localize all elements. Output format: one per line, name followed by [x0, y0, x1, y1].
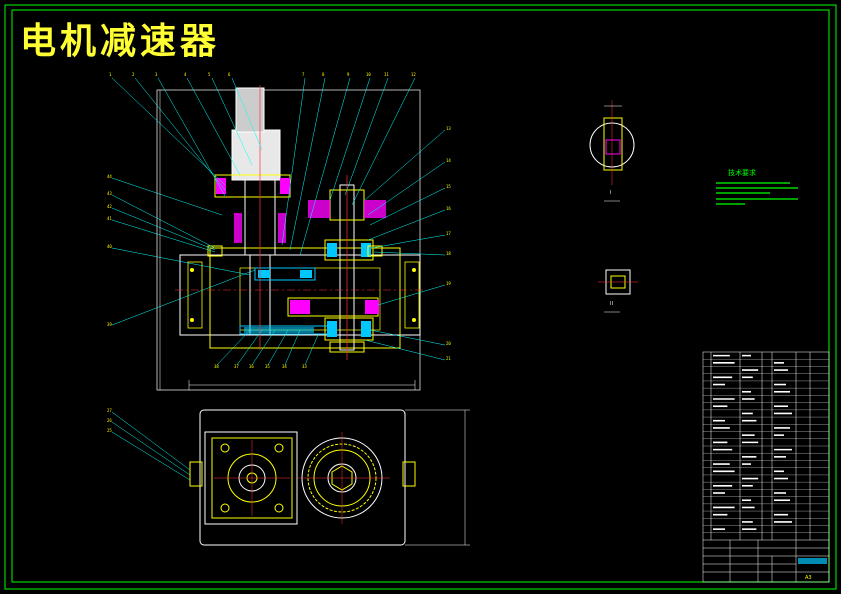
tech-requirements-heading: 技术要求 — [728, 168, 756, 177]
svg-text:40: 40 — [107, 244, 112, 249]
svg-text:3: 3 — [155, 72, 158, 77]
title-block — [703, 539, 829, 582]
svg-text:38: 38 — [214, 364, 219, 369]
svg-text:17: 17 — [446, 231, 451, 236]
svg-text:2: 2 — [132, 72, 135, 77]
leader-lines — [111, 77, 446, 481]
drawing-title: 电机减速器 — [20, 21, 221, 62]
svg-text:26: 26 — [107, 418, 112, 423]
sheet-size-label: A3 — [805, 575, 812, 581]
svg-text:25: 25 — [107, 428, 112, 433]
svg-text:5: 5 — [208, 72, 211, 77]
tech-requirements-lines — [716, 182, 798, 205]
detail-view-II-label: II — [610, 301, 613, 307]
svg-text:8: 8 — [322, 72, 325, 77]
svg-text:7: 7 — [302, 72, 305, 77]
motor-body — [231, 129, 281, 181]
inner-border — [11, 9, 830, 583]
parts-list-table — [702, 351, 830, 583]
svg-text:34: 34 — [282, 364, 287, 369]
svg-text:36: 36 — [249, 364, 254, 369]
svg-text:37: 37 — [234, 364, 239, 369]
title-block-name-cell — [798, 558, 827, 564]
svg-text:20: 20 — [446, 341, 451, 346]
svg-text:18: 18 — [446, 251, 451, 256]
svg-text:13: 13 — [446, 126, 451, 131]
detail-view-II — [598, 269, 638, 295]
svg-text:42: 42 — [107, 204, 112, 209]
main-section-view — [156, 85, 425, 391]
outer-border — [4, 4, 837, 590]
svg-text:41: 41 — [107, 216, 112, 221]
svg-text:27: 27 — [107, 408, 112, 413]
svg-text:4: 4 — [184, 72, 187, 77]
svg-text:43: 43 — [107, 191, 112, 196]
svg-text:19: 19 — [446, 281, 451, 286]
svg-text:1: 1 — [109, 72, 112, 77]
svg-text:11: 11 — [384, 72, 389, 77]
svg-text:14: 14 — [446, 158, 451, 163]
svg-text:16: 16 — [446, 206, 451, 211]
detail-view-I — [589, 100, 635, 185]
svg-text:39: 39 — [107, 322, 112, 327]
parts-list-rows — [703, 354, 829, 533]
dimension-lines — [159, 90, 470, 546]
svg-text:12: 12 — [411, 72, 416, 77]
top-plan-view — [189, 409, 416, 546]
svg-text:35: 35 — [265, 364, 270, 369]
svg-text:21: 21 — [446, 356, 451, 361]
svg-text:15: 15 — [446, 184, 451, 189]
svg-text:33: 33 — [302, 364, 307, 369]
svg-text:9: 9 — [347, 72, 350, 77]
svg-text:6: 6 — [228, 72, 231, 77]
detail-view-I-label: I — [610, 190, 611, 196]
svg-text:44: 44 — [107, 174, 112, 179]
svg-text:10: 10 — [366, 72, 371, 77]
